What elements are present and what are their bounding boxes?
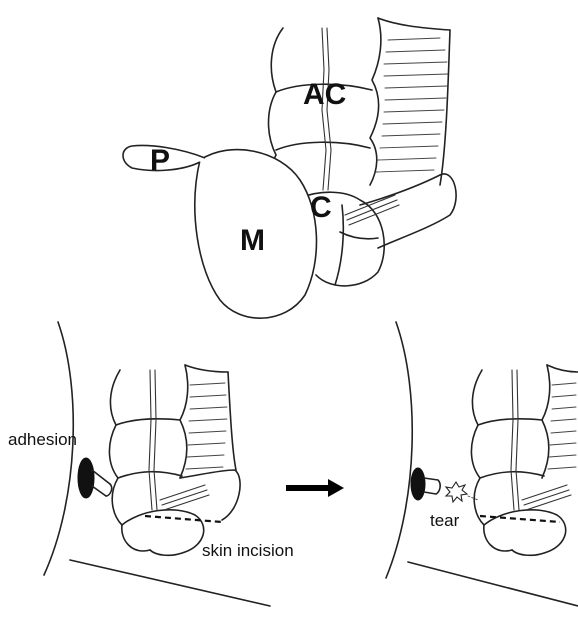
colon-right bbox=[471, 365, 571, 555]
mesentery-left bbox=[185, 365, 236, 470]
label-m: M bbox=[240, 224, 265, 257]
label-tear: tear bbox=[430, 511, 460, 530]
mesentery-hatching bbox=[376, 18, 450, 185]
adhesion-band bbox=[78, 458, 112, 498]
label-p: P bbox=[150, 144, 170, 177]
label-c: C bbox=[310, 191, 332, 224]
mesentery-right bbox=[547, 365, 578, 469]
label-adhesion: adhesion bbox=[8, 430, 77, 449]
abdominal-line-left bbox=[70, 560, 270, 606]
abdominal-wall-right bbox=[386, 322, 412, 578]
abdominal-line-right bbox=[408, 562, 578, 606]
top-panel: AC P M C bbox=[123, 18, 456, 318]
bottom-right-panel: tear bbox=[386, 322, 578, 606]
bottom-left-panel: adhesion skin incision bbox=[8, 322, 294, 606]
label-ac: AC bbox=[303, 78, 346, 111]
tear-burst-icon bbox=[446, 482, 478, 502]
colon-left bbox=[109, 365, 240, 555]
label-skin-incision: skin incision bbox=[202, 541, 294, 560]
transition-arrow bbox=[286, 479, 344, 497]
adhesion-separated bbox=[411, 468, 440, 500]
incision-line-left bbox=[145, 516, 222, 522]
